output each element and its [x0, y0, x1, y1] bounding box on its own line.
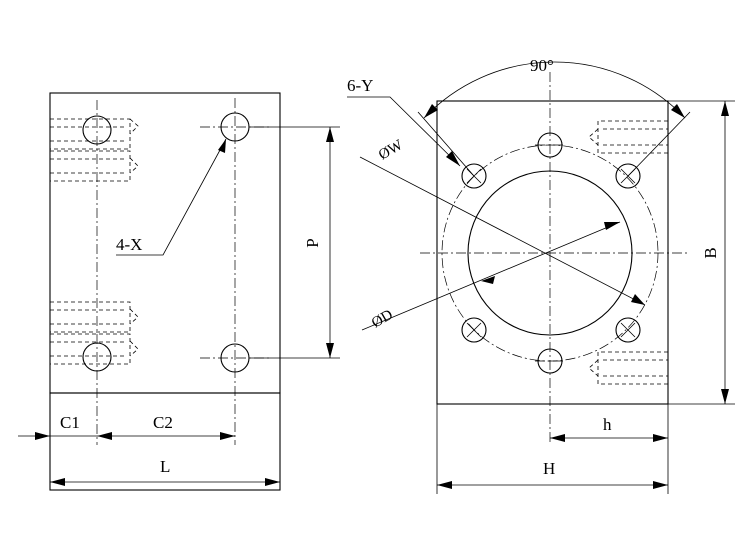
p-label: P: [303, 238, 322, 247]
front-set-screw-lower: [588, 351, 668, 385]
phi-w-label: ØW: [376, 137, 406, 164]
six-y-leader: [347, 96, 461, 167]
bolt-hole-lower-left: [461, 317, 487, 343]
front-view-body: [436, 100, 669, 405]
bolt-hole-upper-right: [615, 163, 641, 189]
four-x-leader: [116, 138, 227, 256]
c2-label: C2: [153, 413, 173, 432]
h-small-label: h: [603, 415, 612, 434]
set-screw-upper: [50, 118, 139, 182]
b-label: B: [701, 247, 720, 258]
bolt-hole-lower-right: [615, 317, 641, 343]
side-view: P 4-X C1 C2 L: [18, 92, 340, 491]
angle-label: 90°: [530, 56, 554, 75]
main-bore: [467, 170, 633, 336]
bolt-hole-upper-left: [461, 163, 487, 189]
phi-d-leader: [361, 221, 621, 331]
phi-d-label: ØD: [369, 307, 396, 332]
four-x-label: 4-X: [116, 235, 142, 254]
phi-w-leader: [359, 156, 646, 306]
c1-label: C1: [60, 413, 80, 432]
six-y-label: 6-Y: [347, 76, 373, 95]
l-label: L: [160, 457, 170, 476]
front-view: 90° 6-Y ØW ØD B h H: [347, 56, 735, 494]
front-set-screw-upper: [588, 120, 668, 154]
set-screw-lower: [50, 301, 139, 365]
angle-arc: [423, 61, 686, 119]
h-large-label: H: [543, 459, 555, 478]
